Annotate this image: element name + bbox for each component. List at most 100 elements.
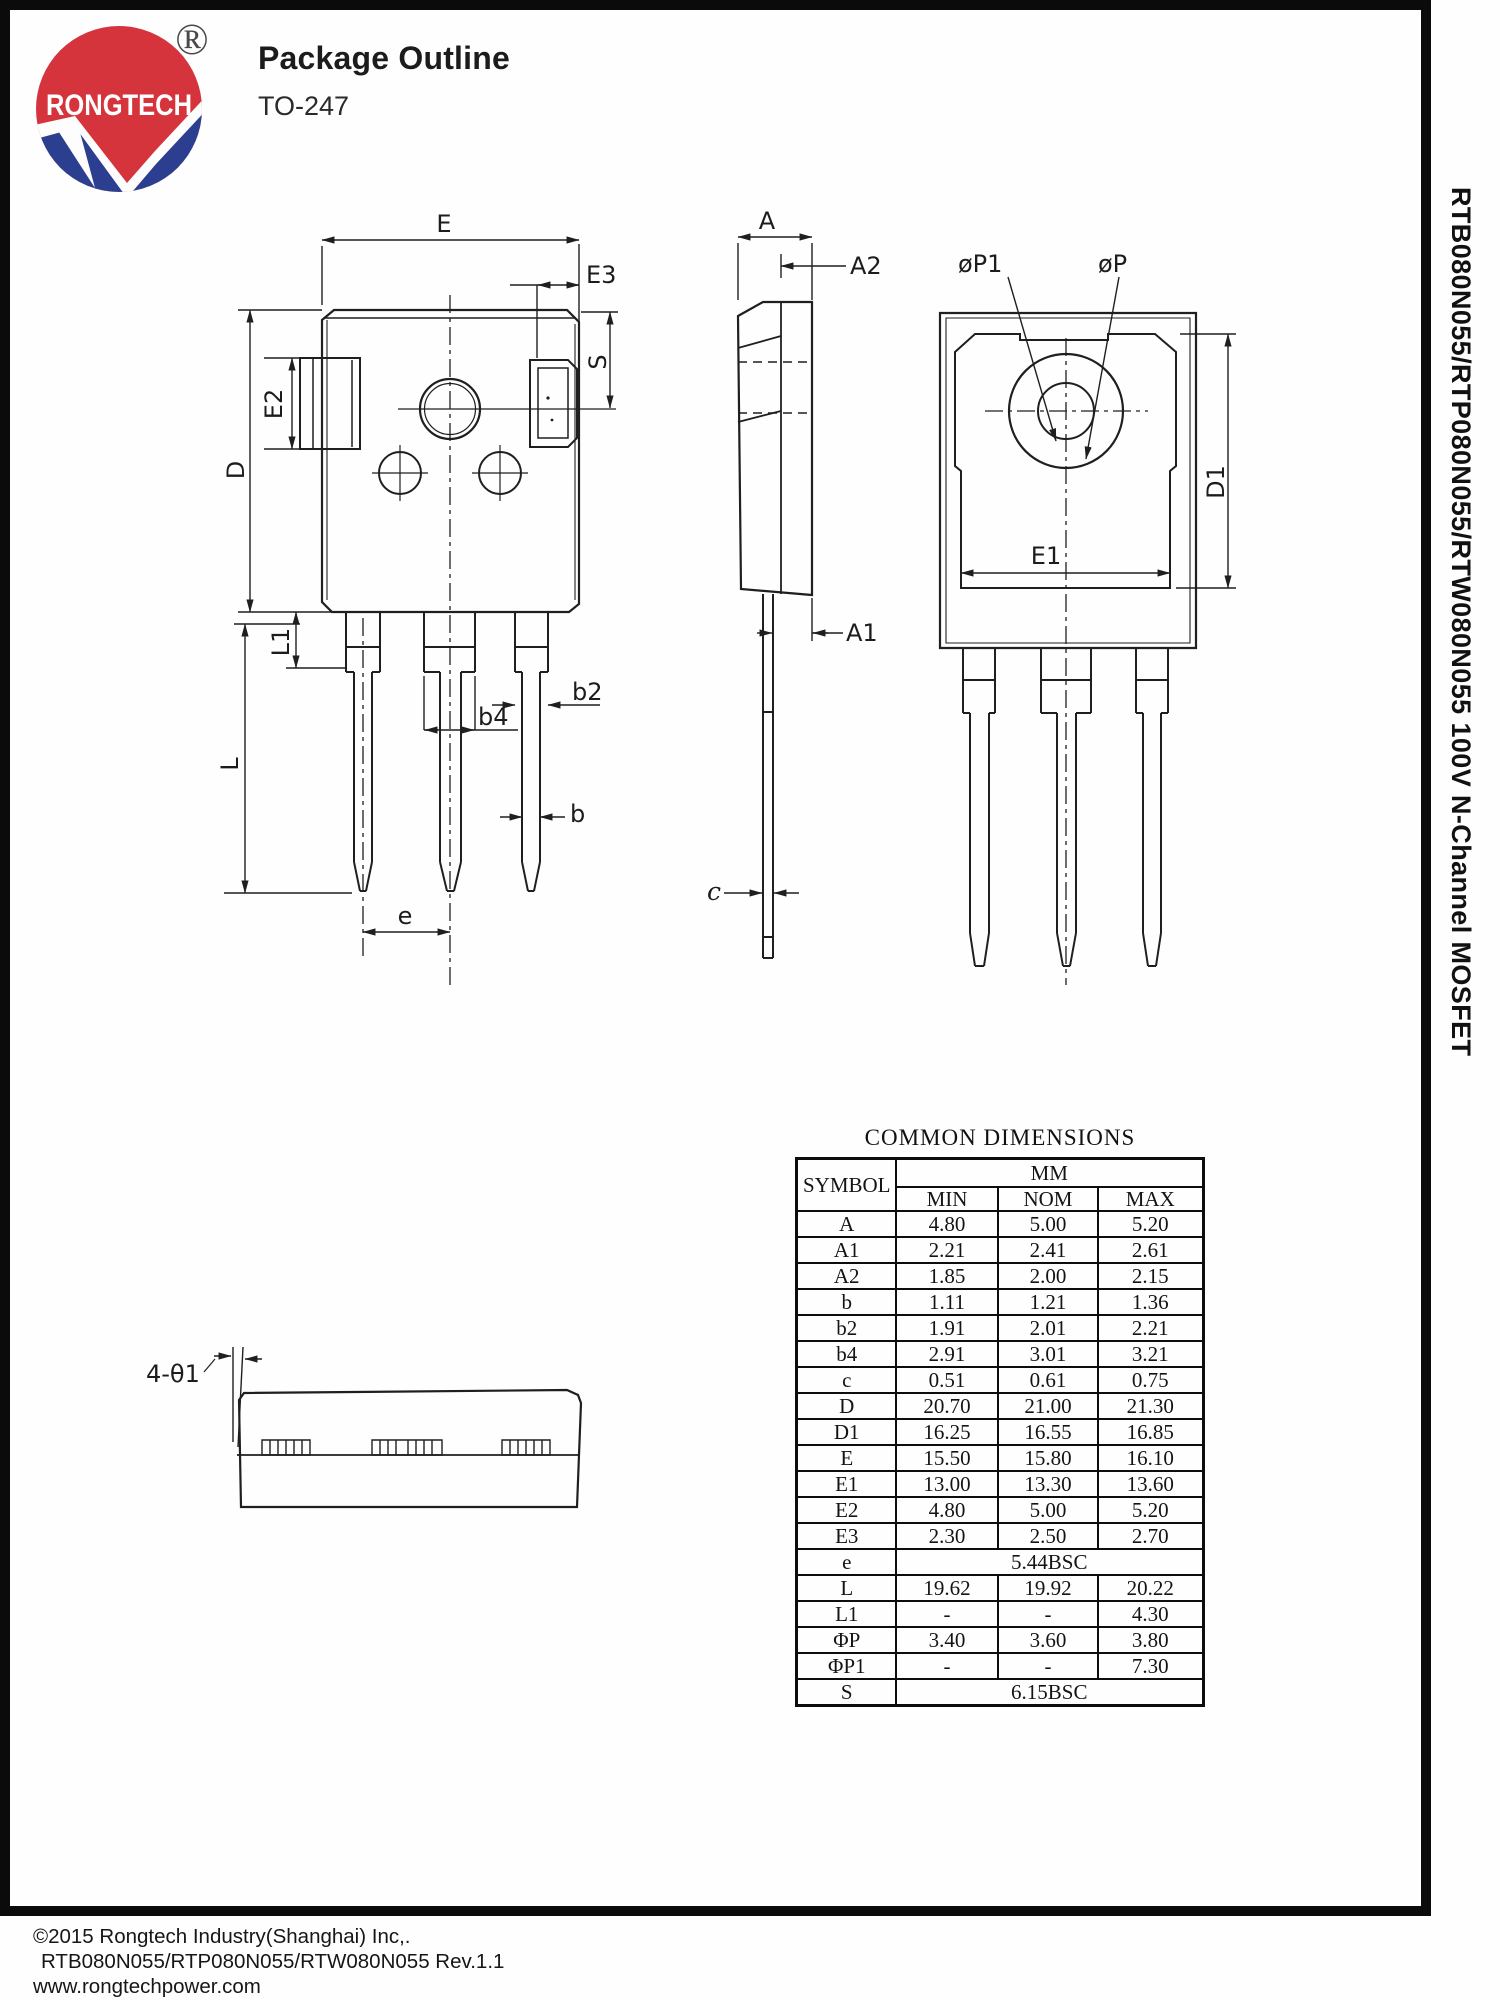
cell-nom: 15.80	[996, 1444, 1099, 1473]
cell-max: 4.30	[1096, 1600, 1205, 1629]
rongtech-logo: RONGTECH ®	[36, 16, 209, 192]
cell-symbol: ΦP	[795, 1626, 897, 1655]
dim-label-E: E	[436, 210, 451, 238]
cell-min: 1.91	[894, 1314, 999, 1343]
cell-symbol: b	[795, 1288, 897, 1317]
bottom-view: 4-θ1	[146, 1346, 583, 1509]
cell-nom: 3.60	[996, 1626, 1099, 1655]
cell-nom: 5.00	[996, 1496, 1099, 1525]
cell-max: 7.30	[1096, 1652, 1205, 1681]
cell-min: 2.30	[894, 1522, 999, 1551]
cell-min: 16.25	[894, 1418, 999, 1447]
cell-symbol: c	[795, 1366, 897, 1395]
cell-min: 13.00	[894, 1470, 999, 1499]
registered-mark-icon: ®	[175, 16, 208, 64]
dim-label-e: e	[398, 902, 413, 930]
cell-symbol: D1	[795, 1418, 897, 1447]
revision-line: RTB080N055/RTP080N055/RTW080N055 Rev.1.1	[41, 1950, 505, 1973]
footer: ©2015 Rongtech Industry(Shanghai) Inc,. …	[33, 1924, 504, 1999]
cell-max: 2.21	[1096, 1314, 1205, 1343]
cell-max: 5.20	[1096, 1210, 1205, 1239]
cell-min: 3.40	[894, 1626, 999, 1655]
cell-symbol: E1	[795, 1470, 897, 1499]
table-title: COMMON DIMENSIONS	[864, 1125, 1136, 1150]
column-header-max: MAX	[1096, 1185, 1205, 1213]
column-header-nom: NOM	[996, 1185, 1099, 1213]
cell-symbol: A	[795, 1210, 897, 1239]
cell-symbol: S	[795, 1678, 897, 1707]
cell-symbol: E2	[795, 1496, 897, 1525]
website-line: www.rongtechpower.com	[33, 1975, 261, 1998]
dim-label-b: b	[570, 800, 585, 828]
cell-min: -	[894, 1600, 999, 1629]
cell-nom: -	[996, 1652, 1099, 1681]
cell-nom: -	[996, 1600, 1099, 1629]
cell-nom: 21.00	[996, 1392, 1099, 1421]
cell-min: 15.50	[894, 1444, 999, 1473]
common-dimensions-section: COMMON DIMENSIONS SYMBOL MM MIN NOM MAX …	[795, 1125, 1205, 1708]
cell-nom: 1.21	[996, 1288, 1099, 1317]
dim-label-phi-p1: øP1	[958, 250, 1002, 278]
cell-nom: 2.00	[996, 1262, 1099, 1291]
dim-label-A: A	[759, 207, 776, 235]
dim-label-A1: A1	[846, 619, 878, 647]
dim-label-L1: L1	[267, 628, 295, 657]
cell-max: 1.36	[1096, 1288, 1205, 1317]
cell-min: 20.70	[894, 1392, 999, 1421]
cell-min: 4.80	[894, 1496, 999, 1525]
cell-nom: 2.50	[996, 1522, 1099, 1551]
table-row: ΦP1--7.30	[795, 1652, 1205, 1681]
cell-max: 21.30	[1096, 1392, 1205, 1421]
logo-text: RONGTECH	[46, 89, 192, 122]
title-block: Package Outline TO-247	[258, 40, 510, 122]
dim-label-E1: E1	[1031, 542, 1061, 570]
cell-min: -	[894, 1652, 999, 1681]
cell-max: 16.85	[1096, 1418, 1205, 1447]
cell-symbol: A2	[795, 1262, 897, 1291]
cell-symbol: E	[795, 1444, 897, 1473]
cell-symbol: L	[795, 1574, 897, 1603]
dim-label-b2: b2	[572, 678, 603, 706]
logo-white-notch	[55, 125, 95, 188]
table-row: L1--4.30	[795, 1600, 1205, 1629]
cell-nom: 2.41	[996, 1236, 1099, 1265]
cell-min: 2.21	[894, 1236, 999, 1265]
cell-symbol: b2	[795, 1314, 897, 1343]
cell-basic-value: 5.44BSC	[894, 1548, 1205, 1577]
package-name: TO-247	[258, 91, 350, 121]
dim-label-E2: E2	[260, 389, 288, 419]
cell-symbol: E3	[795, 1522, 897, 1551]
column-header-mm: MM	[894, 1157, 1205, 1188]
cell-nom: 3.01	[996, 1340, 1099, 1369]
dim-label-theta: 4-θ1	[146, 1360, 200, 1388]
cell-max: 0.75	[1096, 1366, 1205, 1395]
cell-symbol: A1	[795, 1236, 897, 1265]
dim-label-D1: D1	[1202, 465, 1230, 499]
cell-min: 2.91	[894, 1340, 999, 1369]
page-border-frame	[0, 0, 1431, 1916]
dim-label-L: L	[216, 757, 244, 771]
dim-label-A2: A2	[850, 252, 882, 280]
cell-nom: 16.55	[996, 1418, 1099, 1447]
cell-max: 3.80	[1096, 1626, 1205, 1655]
dim-label-E3: E3	[586, 261, 616, 289]
cell-min: 4.80	[894, 1210, 999, 1239]
cell-max: 3.21	[1096, 1340, 1205, 1369]
cell-max: 13.60	[1096, 1470, 1205, 1499]
cell-min: 19.62	[894, 1574, 999, 1603]
cell-symbol: e	[795, 1548, 897, 1577]
